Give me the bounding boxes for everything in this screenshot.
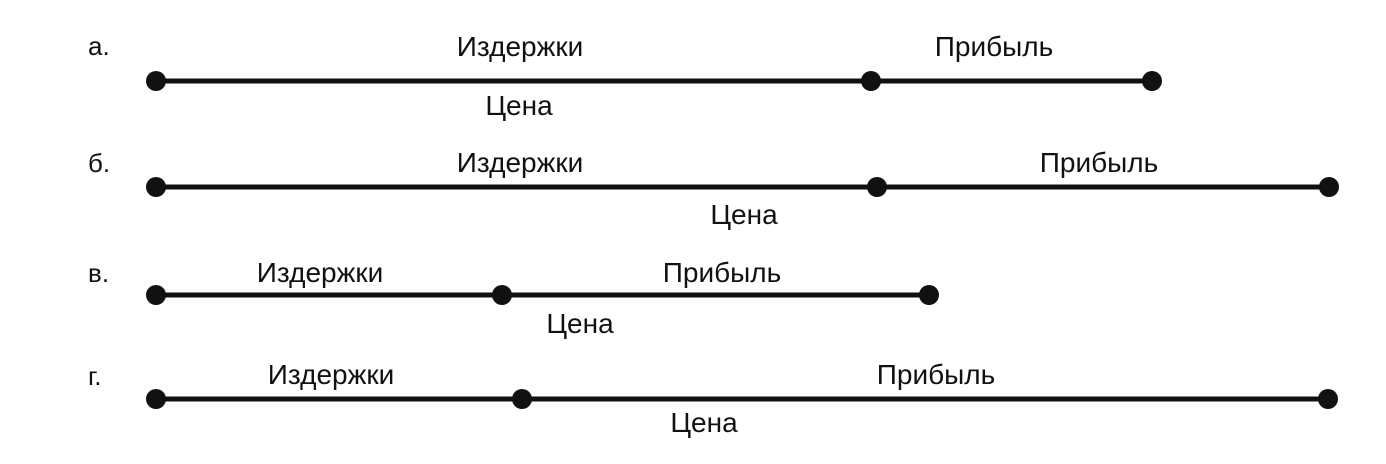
row-b-letter: б. <box>88 148 110 178</box>
row-a: а. Издержки Прибыль Цена <box>88 31 1162 121</box>
row-v-letter: в. <box>88 258 109 288</box>
row-a-start-point <box>146 71 166 91</box>
row-v: в. Издержки Прибыль Цена <box>88 257 939 339</box>
row-v-profit-label: Прибыль <box>663 257 781 288</box>
row-g-price-label: Цена <box>670 407 738 438</box>
row-b: б. Издержки Прибыль Цена <box>88 147 1339 230</box>
row-b-cost-label: Издержки <box>457 147 583 178</box>
row-g-profit-label: Прибыль <box>877 359 995 390</box>
row-g-letter: г. <box>88 361 102 391</box>
row-g-cost-label: Издержки <box>268 359 394 390</box>
row-g-end-point <box>1318 389 1338 409</box>
row-a-letter: а. <box>88 31 110 61</box>
row-b-split-point <box>867 177 887 197</box>
row-v-cost-label: Издержки <box>257 257 383 288</box>
row-a-cost-label: Издержки <box>457 31 583 62</box>
row-a-price-label: Цена <box>485 90 553 121</box>
row-b-profit-label: Прибыль <box>1040 147 1158 178</box>
row-a-end-point <box>1142 71 1162 91</box>
row-v-split-point <box>492 285 512 305</box>
row-g-start-point <box>146 389 166 409</box>
row-v-start-point <box>146 285 166 305</box>
row-g-split-point <box>512 389 532 409</box>
row-g: г. Издержки Прибыль Цена <box>88 359 1338 438</box>
row-v-price-label: Цена <box>546 308 614 339</box>
row-b-start-point <box>146 177 166 197</box>
row-v-end-point <box>919 285 939 305</box>
row-b-end-point <box>1319 177 1339 197</box>
row-b-price-label: Цена <box>710 199 778 230</box>
row-a-profit-label: Прибыль <box>935 31 1053 62</box>
row-a-split-point <box>861 71 881 91</box>
